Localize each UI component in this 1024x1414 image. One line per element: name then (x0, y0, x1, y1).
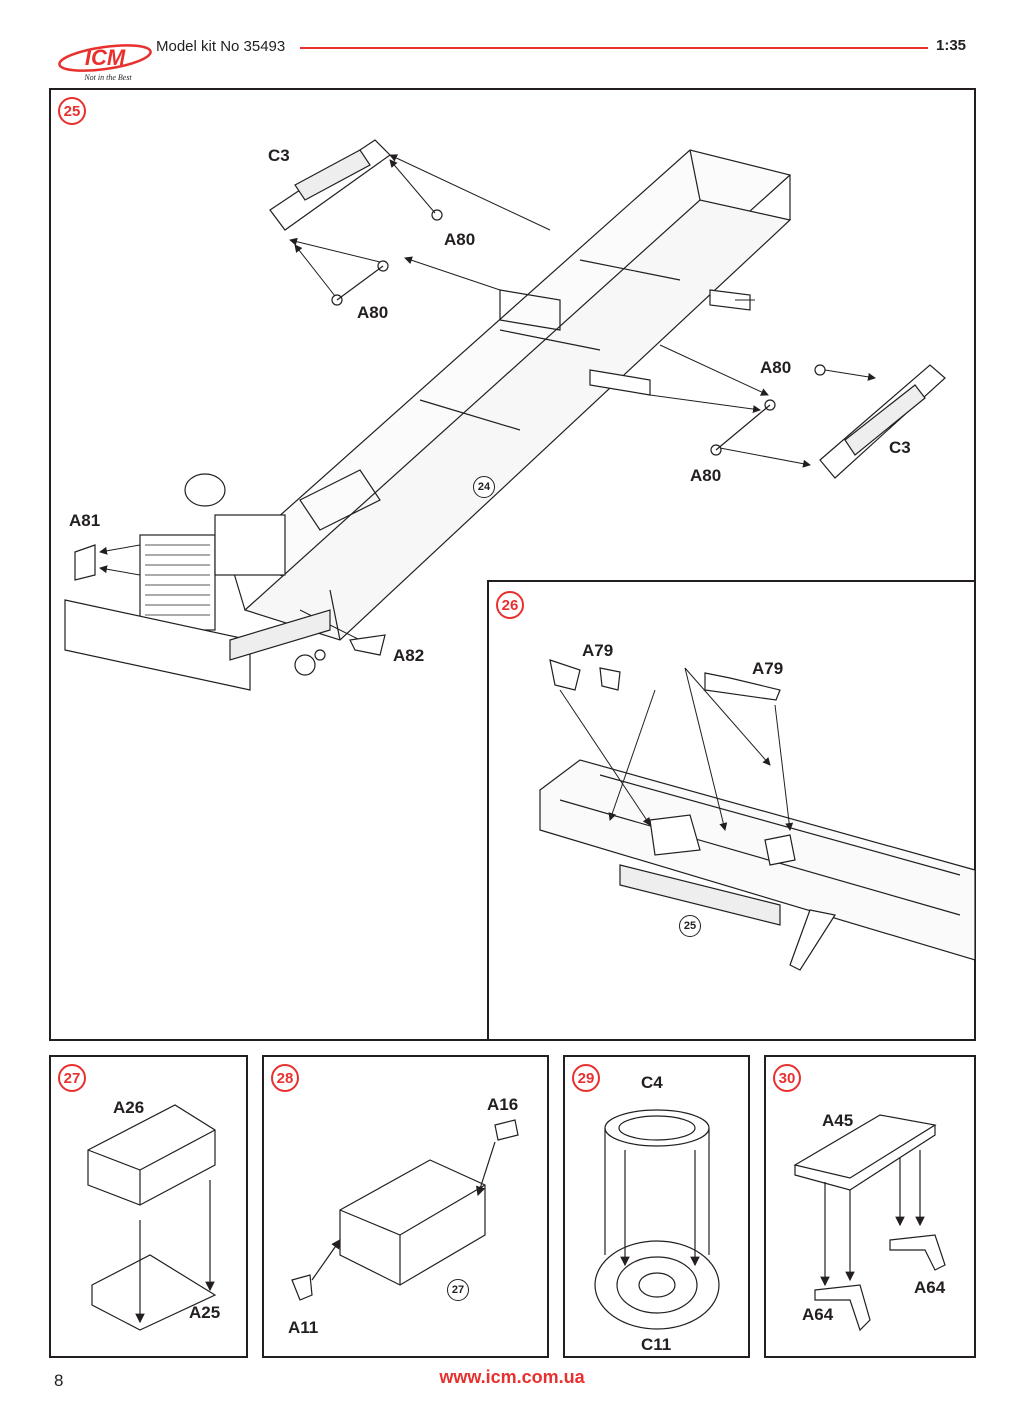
step-29-badge: 29 (572, 1064, 600, 1092)
page-header: ICM Not in the Best Model kit No 35493 1… (0, 0, 1024, 90)
part-label-a25: A25 (189, 1303, 221, 1322)
assembly-arrows-25 (99, 154, 876, 641)
ref-step-27: 27 (447, 1279, 469, 1301)
part-label-a64: A64 (914, 1278, 946, 1297)
part-label-a79: A79 (752, 659, 784, 678)
step-30 (793, 1114, 946, 1332)
part-label-a82: A82 (393, 646, 425, 665)
rear-spring-top (269, 139, 443, 306)
part-label-a11: A11 (288, 1318, 319, 1337)
part-label-c3: C3 (889, 438, 911, 457)
step-26-badge: 26 (496, 591, 524, 619)
part-label-a64: A64 (802, 1305, 834, 1324)
part-label-a79: A79 (582, 641, 614, 660)
part-label-c4: C4 (641, 1073, 663, 1092)
box-28 (291, 1119, 519, 1301)
wheel-29 (594, 1109, 720, 1330)
page-number: 8 (54, 1371, 64, 1390)
step-30-badge: 30 (773, 1064, 801, 1092)
icm-logo: ICM Not in the Best (56, 40, 154, 84)
part-label-a80: A80 (690, 466, 722, 485)
part-label-a45: A45 (822, 1111, 854, 1130)
header-rule (300, 47, 928, 49)
part-label-c11: C11 (641, 1335, 672, 1354)
chassis-detail-26 (539, 659, 976, 971)
ref-step-25: 25 (679, 915, 701, 937)
part-label-a80: A80 (444, 230, 476, 249)
part-label-a16: A16 (487, 1095, 519, 1114)
part-label-c3: C3 (268, 146, 290, 165)
part-label-a80: A80 (357, 303, 389, 322)
chassis-frame (228, 149, 792, 641)
part-label-a81: A81 (69, 511, 101, 530)
part-label-a80: A80 (760, 358, 792, 377)
engine-radiator (64, 473, 286, 691)
svg-text:ICM: ICM (85, 45, 126, 70)
step-27-badge: 27 (58, 1064, 86, 1092)
rear-spring-right (589, 289, 946, 479)
svg-text:Not in the Best: Not in the Best (83, 73, 132, 82)
website-link[interactable]: www.icm.com.ua (439, 1367, 585, 1387)
step-28-badge: 28 (271, 1064, 299, 1092)
part-label-a26: A26 (113, 1098, 145, 1117)
scale-label: 1:35 (936, 37, 967, 54)
step-25-badge: 25 (58, 97, 86, 125)
kit-title: Model kit No 35493 (156, 38, 286, 55)
ref-step-24: 24 (473, 476, 495, 498)
step-30-panel (764, 1055, 976, 1358)
box-27 (87, 1104, 217, 1331)
